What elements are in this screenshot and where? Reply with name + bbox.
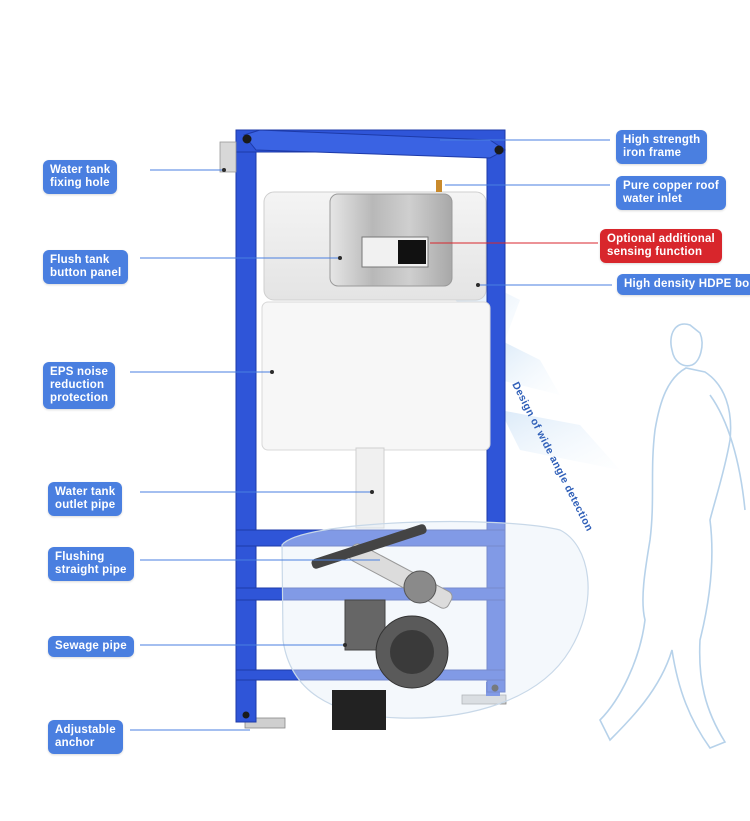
flush-tank <box>263 180 487 301</box>
outlet-pipe <box>355 447 385 529</box>
toilet-bowl <box>281 520 589 719</box>
label-flush-tank-button-panel: Flush tank button panel <box>43 250 129 284</box>
frame-bolt <box>242 134 252 144</box>
leader-dot <box>338 256 342 260</box>
label-flushing-straight-pipe: Flushing straight pipe <box>48 547 134 581</box>
sewage-pipe <box>332 599 449 730</box>
leader-lines <box>130 139 612 731</box>
label-sewage-pipe: Sewage pipe <box>48 636 134 657</box>
label-water-tank-fixing-hole: Water tank fixing hole <box>43 160 118 194</box>
label-adjustable-anchor: Adjustable anchor <box>48 720 123 754</box>
label-pure-copper-roof-water-inlet: Pure copper roof water inlet <box>616 176 726 210</box>
label-high-strength-iron-frame: High strength iron frame <box>616 130 708 164</box>
walking-woman-silhouette-icon <box>599 323 746 749</box>
leader-dot <box>370 490 374 494</box>
frame-bolt <box>491 684 499 692</box>
leader-dot <box>270 370 274 374</box>
leader-dot <box>343 643 347 647</box>
label-optional-sensing-function: Optional additional sensing function <box>600 229 722 263</box>
frame-bolt <box>242 711 250 719</box>
leader-dot <box>476 283 480 287</box>
eps-body <box>261 301 491 451</box>
frame-bolt <box>494 145 504 155</box>
label-high-density-hdpe: High density HDPE bo <box>617 274 750 295</box>
copper-water-inlet <box>436 180 442 192</box>
iron-frame <box>235 129 506 723</box>
leader-dot <box>222 168 226 172</box>
fixing-bracket <box>219 141 237 173</box>
label-eps-noise-reduction: EPS noise reduction protection <box>43 362 116 409</box>
label-water-tank-outlet-pipe: Water tank outlet pipe <box>48 482 123 516</box>
